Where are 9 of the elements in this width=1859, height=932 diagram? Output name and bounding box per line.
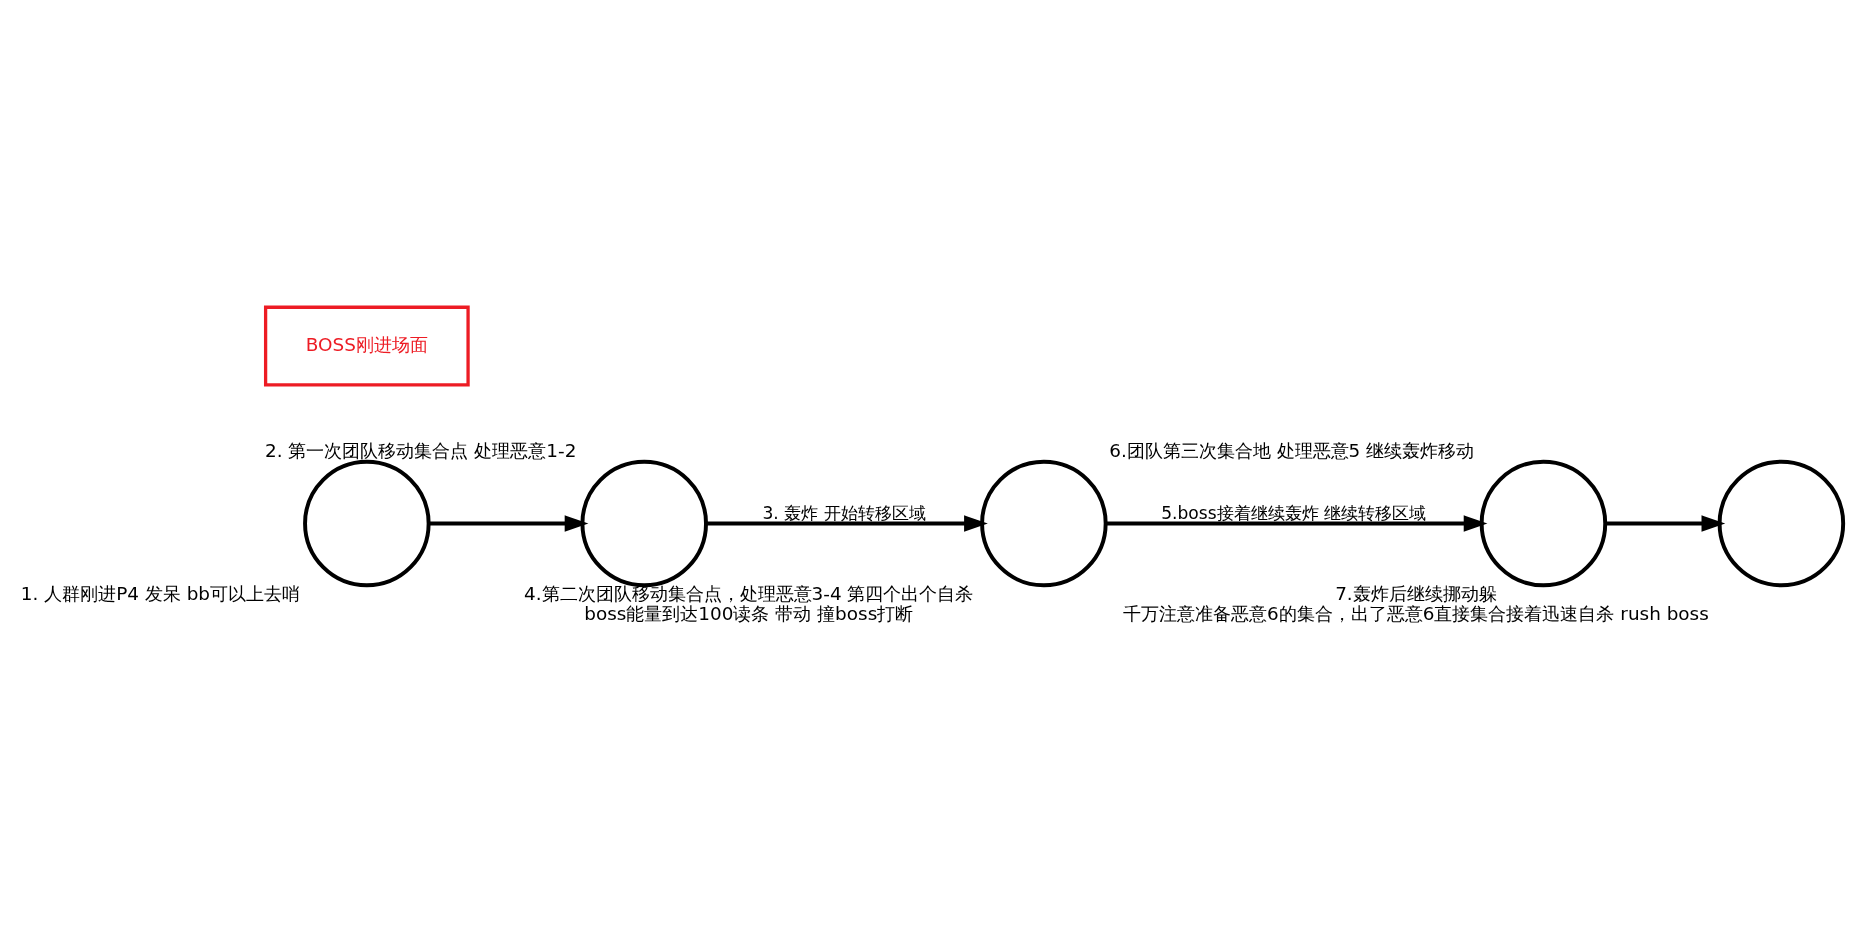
node-label: 1. 人群刚进P4 发呆 bb可以上去哨 (20, 583, 301, 605)
edge-label: 3. 轰炸 开始转移区域 (762, 502, 926, 523)
node-label: 千万注意准备恶意6的集合，出了恶意6直接集合接着迅速自杀 rush boss (1123, 602, 1709, 624)
node-label: 2. 第一次团队移动集合点 处理恶意1-2 (265, 439, 577, 461)
edge-label: 5.boss接着继续轰炸 继续转移区域 (1161, 502, 1427, 523)
node-label: boss能量到达100读条 带动 撞boss打断 (584, 602, 914, 624)
node-label: 7.轰炸后继续挪动躲 (1335, 583, 1497, 605)
node-label: 4.第二次团队移动集合点，处理恶意3-4 第四个出个自杀 (524, 583, 974, 605)
node-label: 6.团队第三次集合地 处理恶意5 继续轰炸移动 (1109, 439, 1475, 461)
